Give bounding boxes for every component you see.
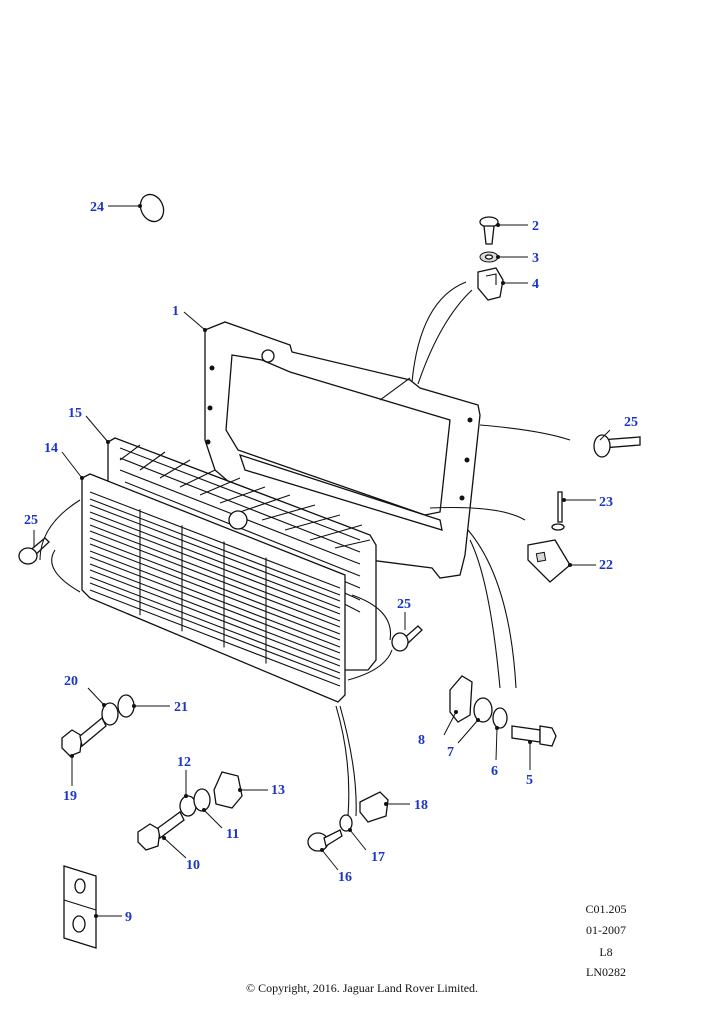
blanking-cap (139, 193, 165, 223)
pop-rivet (551, 491, 565, 531)
ln-code: LN0282 (586, 965, 626, 979)
callout-11: 11 (226, 827, 239, 842)
callout-4: 4 (532, 277, 539, 292)
callout-16: 16 (338, 870, 352, 885)
callout-25-right: 25 (624, 415, 638, 430)
callout-13: 13 (271, 783, 285, 798)
callout-23: 23 (599, 495, 613, 510)
reinforcement-plate (63, 865, 97, 949)
callout-19: 19 (63, 789, 77, 804)
washer-17 (339, 814, 353, 832)
callout-7: 7 (447, 745, 454, 760)
callout-20: 20 (64, 674, 78, 689)
grille-slat (89, 491, 341, 596)
washer-20 (101, 702, 119, 726)
grille-slat (89, 556, 341, 661)
assembly-lines (39, 281, 571, 817)
model-code: L8 (599, 945, 613, 959)
push-pin-center (391, 625, 423, 652)
bolt-center-left (137, 811, 185, 851)
washer-21 (117, 694, 135, 718)
callout-24: 24 (90, 200, 104, 215)
callout-8: 8 (418, 733, 425, 748)
callout-25-left: 25 (24, 513, 38, 528)
callout-21: 21 (174, 700, 188, 715)
reference-code: C01.205 (585, 902, 627, 916)
copyright-notice: © Copyright, 2016. Jaguar Land Rover Lim… (245, 981, 479, 995)
nut-18 (359, 791, 389, 823)
clip-8 (449, 675, 473, 723)
callout-5: 5 (526, 773, 533, 788)
callout-2: 2 (532, 219, 539, 234)
grille-slat (89, 530, 341, 635)
callout-22: 22 (599, 558, 613, 573)
clip-13 (213, 771, 243, 809)
callout-15: 15 (68, 406, 82, 421)
callout-12: 12 (177, 755, 191, 770)
bolt-left (61, 716, 107, 757)
callout-25-center: 25 (397, 597, 411, 612)
screw-16 (307, 829, 343, 852)
callout-1: 1 (172, 304, 179, 319)
callout-10: 10 (186, 858, 200, 873)
washer-11 (193, 788, 211, 812)
callout-labels: 24 2 3 4 1 15 25 14 23 25 22 25 20 21 8 … (24, 200, 638, 925)
front-grille (81, 473, 346, 703)
screw-washer-nut-stack (477, 216, 504, 301)
grille-slat (89, 582, 341, 687)
grille-slat (89, 517, 341, 622)
grille-slat (89, 569, 341, 674)
bolt-right (511, 725, 557, 747)
callout-18: 18 (414, 798, 428, 813)
callout-6: 6 (491, 764, 498, 779)
grille-slat (89, 504, 341, 609)
callout-9: 9 (125, 910, 132, 925)
grille-panel (204, 321, 481, 579)
mounting-bracket (527, 539, 571, 583)
push-pin-left (18, 537, 50, 565)
washer-6 (492, 707, 508, 729)
leader-lines (33, 204, 611, 918)
issue-date: 01-2007 (586, 923, 626, 937)
push-pin-right-top (593, 434, 641, 458)
callout-3: 3 (532, 251, 539, 266)
grille-slat (89, 543, 341, 648)
washer-7 (473, 697, 493, 723)
callout-17: 17 (371, 850, 385, 865)
callout-14: 14 (44, 441, 58, 456)
